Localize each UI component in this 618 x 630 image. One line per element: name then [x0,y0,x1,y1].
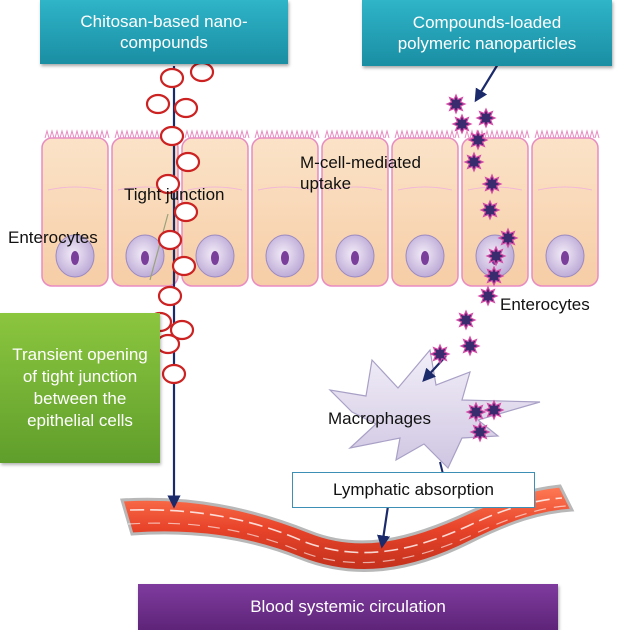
pointer-transient [149,213,169,281]
enterocyte-cell [531,129,600,287]
polymeric-nanoparticle [467,129,489,151]
polymeric-nanoparticle [481,173,503,195]
polymeric-nanoparticle [479,199,501,221]
chitosan-nanoparticle [173,97,199,119]
chitosan-nanoparticle [175,151,201,173]
chitosan-nanoparticle [169,319,195,341]
polymeric-nanoparticle [445,93,467,115]
nucleolus [561,251,569,265]
macrophages-label: Macrophages [328,409,432,428]
chitosan-box: Chitosan-based nano- compounds [40,0,288,64]
tight-junction-label: Tight junction [124,185,225,204]
chitosan-nanoparticle [173,201,199,223]
m-cell-label: M-cell-mediated uptake [300,153,421,193]
polymeric-nanoparticle [463,151,485,173]
chitosan-nanoparticle [157,285,183,307]
chitosan-nanoparticle [155,173,181,195]
polymeric-nanoparticle [485,245,507,267]
polymeric-nanoparticle [451,113,473,135]
enterocyte-cell [181,129,250,287]
nucleolus [351,251,359,265]
chitosan-nanoparticle [155,333,181,355]
polymeric-nanoparticles [429,93,519,443]
polymeric-nanoparticle [459,335,481,357]
lymphatic-absorption-box: Lymphatic absorption [292,472,535,508]
chitosan-nanoparticle [145,93,171,115]
compounds-loaded-box: Compounds-loaded polymeric nanoparticles [362,0,612,66]
macrophage-shape [328,348,541,470]
arrow-lymphatic-to-blood [377,505,391,549]
nucleolus [141,251,149,265]
nucleolus [421,251,429,265]
transient-opening-box: Transient opening of tight junction betw… [0,313,160,463]
enterocytes-left-label: Enterocytes [8,228,98,247]
polymeric-nanoparticle [475,107,497,129]
enterocytes-right-label: Enterocytes [500,295,590,314]
nucleolus [71,251,79,265]
chitosan-nanoparticle [159,67,185,89]
nucleolus [211,251,219,265]
polymeric-nanoparticle [497,227,519,249]
polymeric-nanoparticle [469,421,491,443]
enterocyte-cell [391,129,460,287]
chitosan-nanoparticle [161,363,187,385]
nucleolus [281,251,289,265]
polymeric-nanoparticle [483,399,505,421]
enterocyte-cell [321,129,390,287]
chitosan-nanoparticle [157,229,183,251]
polymeric-nanoparticle [465,401,487,423]
polymeric-nanoparticle [483,265,505,287]
polymeric-nanoparticle [455,309,477,331]
polymeric-nanoparticle [477,285,499,307]
arrow-compounds-loaded [474,63,499,103]
enterocyte-cell [41,129,110,287]
polymeric-nanoparticle [429,343,451,365]
enterocyte-cell [111,129,180,287]
chitosan-nanoparticle [189,61,215,83]
blood-circulation-box: Blood systemic circulation [138,584,558,630]
chitosan-nanoparticle [159,125,185,147]
arrow-to-macrophage [422,355,447,382]
chitosan-nanoparticle [171,255,197,277]
enterocyte-cell [251,129,320,287]
